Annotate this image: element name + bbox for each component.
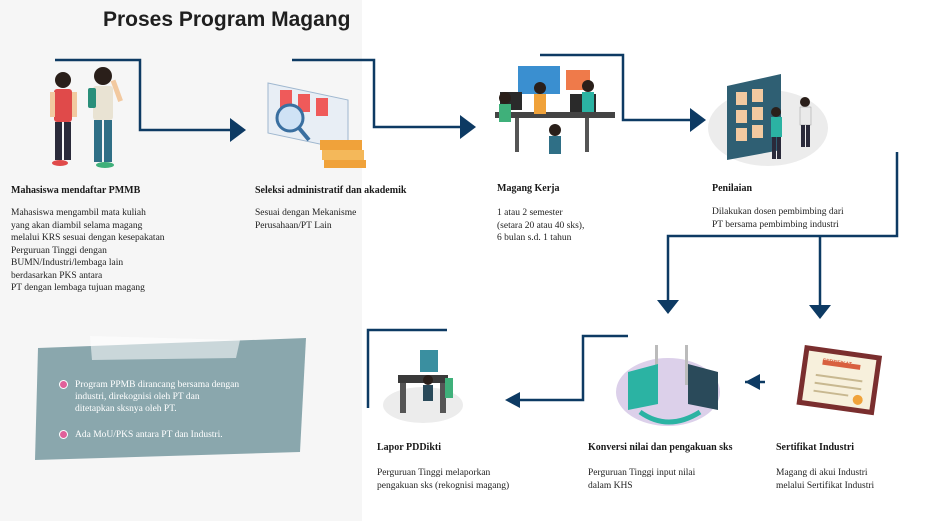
certificate-illustration: [796, 345, 883, 416]
arrow-right-1: [230, 118, 246, 142]
step-7-desc: Perguruan Tinggi melaporkan pengakuan sk…: [377, 468, 510, 491]
step-1-desc: Mahasiswa mengambil mata kuliah yang aka…: [11, 208, 165, 293]
arrow-down-2: [809, 305, 831, 319]
arrow-left-1: [745, 374, 760, 390]
certificate-label: SERTIFIKAT: [822, 358, 852, 368]
step-7-title: Lapor PDDikti: [377, 442, 441, 453]
step-5-desc: Magang di akui Industri melalui Sertifik…: [776, 468, 875, 491]
conversion-illustration: [616, 345, 720, 426]
evaluation-illustration: [708, 74, 828, 166]
note-2: Ada MoU/PKS antara PT dan Industri.: [75, 430, 223, 440]
arrow-right-2: [460, 115, 476, 139]
step-6-title: Konversi nilai dan pengakuan sks: [588, 442, 733, 453]
arrow-down-1: [657, 300, 679, 314]
step-4-title: Penilaian: [712, 183, 753, 194]
office-illustration: [495, 66, 615, 154]
note-1: Program PPMB dirancang bersama dengan in…: [75, 380, 240, 414]
note-box-highlight: [90, 336, 240, 360]
arrow-right-3: [690, 108, 706, 132]
step-3-title: Magang Kerja: [497, 183, 560, 194]
step-3-desc: 1 atau 2 semester (setara 20 atau 40 sks…: [497, 208, 585, 243]
students-illustration: [50, 67, 123, 168]
step-6-desc: Perguruan Tinggi input nilai dalam KHS: [588, 468, 696, 491]
step-5-title: Sertifikat Industri: [776, 442, 855, 453]
arrow-heads: [230, 108, 831, 408]
step-2-title: Seleksi administratif dan akademik: [255, 185, 407, 196]
step-4-desc: Dilakukan dosen pembimbing dari PT bersa…: [712, 207, 844, 230]
step-1-title: Mahasiswa mendaftar PMMB: [11, 185, 141, 196]
note-bullet-2: [59, 430, 68, 439]
note-bullet-1: [59, 380, 68, 389]
step-2-desc: Sesuai dengan Mekanisme Perusahaan/PT La…: [255, 208, 357, 231]
arrow-left-2: [505, 392, 520, 408]
note-box-shape: [35, 338, 306, 460]
selection-illustration: [267, 82, 366, 168]
diagram-title: Proses Program Magang: [103, 8, 351, 31]
reporting-illustration: [383, 350, 463, 423]
